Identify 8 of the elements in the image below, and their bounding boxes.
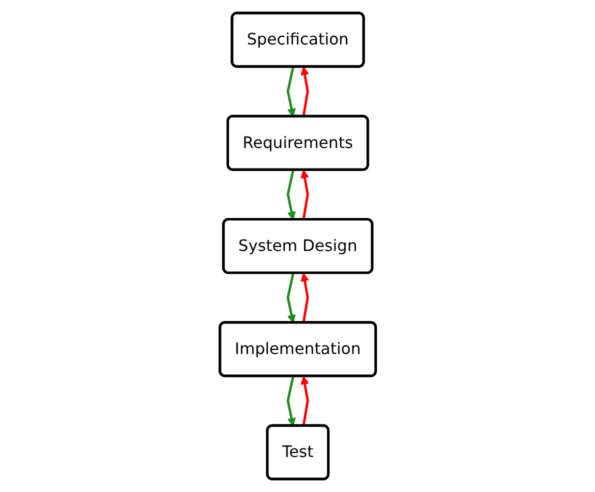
arrow	[286, 376, 296, 426]
arrow	[300, 376, 309, 426]
arrow	[286, 170, 296, 220]
arrow	[300, 170, 309, 220]
arrow	[286, 66, 296, 117]
arrow	[300, 66, 309, 117]
arrow	[286, 273, 296, 324]
arrow	[300, 272, 309, 324]
